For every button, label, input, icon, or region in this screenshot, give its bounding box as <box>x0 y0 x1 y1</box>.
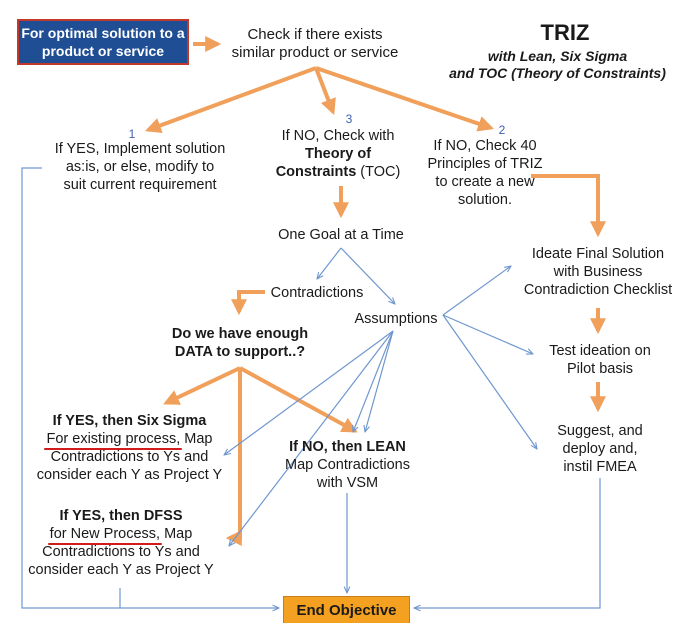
arrow-check-to-yes <box>144 66 317 134</box>
yes-line-3: suit current requirement <box>63 177 217 193</box>
line-yes-to-end <box>21 167 279 608</box>
ideate-line-1: Ideate Final Solution <box>531 246 665 262</box>
line-assumptions-to-sixsigma <box>224 330 394 455</box>
arrow-data-to-dfss <box>225 368 242 546</box>
arrow-check-to-triz <box>315 66 495 132</box>
triz-line-3: to create a new <box>435 174 535 190</box>
step-number-2: 2 <box>498 123 506 137</box>
dfss-node: If YES, then DFSS for New Process, Map C… <box>15 507 227 579</box>
arrow-data-to-sixsigma <box>163 366 241 405</box>
yes-line-1: If YES, Implement solution <box>54 141 226 157</box>
line-assumptions-to-ideate <box>442 266 511 316</box>
line-assumptions-to-deploy <box>442 314 537 449</box>
six-sigma-node: If YES, then Six Sigma For existing proc… <box>27 412 232 484</box>
toc-constraints: Constraints <box>275 164 357 180</box>
lean-line-2: with VSM <box>316 475 379 491</box>
triz-line-4: solution. <box>457 192 512 208</box>
deploy-line-1: Suggest, and <box>557 423 643 439</box>
six-sigma-line-2: Contradictions to Ys and <box>50 449 209 465</box>
check-existing-line-2: similar product or service <box>231 44 399 61</box>
contradictions-node: Contradictions <box>270 285 364 301</box>
one-goal-node: One Goal at a Time <box>278 227 404 243</box>
six-sigma-map: Map <box>180 431 213 447</box>
step-number-1: 1 <box>128 127 136 141</box>
arrow-check-to-toc <box>314 67 336 115</box>
line-goal-to-assumptions <box>340 247 395 304</box>
deploy-line-2: deploy and, <box>562 441 638 457</box>
end-objective-box: End Objective <box>283 596 410 623</box>
toc-line-3: Constraints (TOC) <box>263 163 413 181</box>
start-box: For optimal solution to a product or ser… <box>17 19 189 65</box>
triz-principles-node: If NO, Check 40 Principles of TRIZ to cr… <box>420 137 550 209</box>
data-question-node: Do we have enough DATA to support..? <box>160 325 320 361</box>
data-question-line-1: Do we have enough <box>171 326 309 342</box>
test-line-1: Test ideation on <box>549 343 651 359</box>
toc-line-2: Theory of <box>304 146 372 162</box>
lean-node: If NO, then LEAN Map Contradictions with… <box>275 438 420 492</box>
arrow-contradictions-to-data <box>231 290 265 316</box>
line-goal-to-contradictions <box>317 247 342 279</box>
diagram-title: TRIZ <box>540 20 590 45</box>
arrow-triz-to-ideate <box>531 174 606 238</box>
assumptions-node: Assumptions <box>354 311 438 327</box>
yes-line-2: as:is, or else, modify to <box>65 159 215 175</box>
data-question-line-2: DATA to support..? <box>174 344 306 360</box>
subtitle-line-1: with Lean, Six Sigma <box>487 48 628 64</box>
line-assumptions-to-test <box>442 314 533 354</box>
arrow-data-to-lean <box>239 366 358 433</box>
triz-line-1: If NO, Check 40 <box>433 138 537 154</box>
dfss-underlined: for New Process, <box>47 526 163 545</box>
ideate-node: Ideate Final Solution with Business Cont… <box>508 245 688 299</box>
deploy-line-3: instil FMEA <box>563 459 637 475</box>
diagram-subtitle: with Lean, Six Sigma and TOC (Theory of … <box>430 48 685 82</box>
test-line-2: Pilot basis <box>566 361 634 377</box>
yes-implement-node: If YES, Implement solution as:is, or els… <box>45 140 235 194</box>
test-node: Test ideation on Pilot basis <box>530 342 670 378</box>
triz-line-2: Principles of TRIZ <box>427 156 543 172</box>
ideate-line-3: Contradiction Checklist <box>523 282 673 298</box>
dfss-line-1: for New Process, Map <box>15 525 227 545</box>
six-sigma-line-1: For existing process, Map <box>27 430 232 450</box>
lean-line-1: Map Contradictions <box>285 457 410 473</box>
dfss-heading: If YES, then DFSS <box>59 508 183 524</box>
line-assumptions-to-dfss <box>229 330 394 546</box>
check-existing-node: Check if there exists similar product or… <box>215 26 415 62</box>
check-existing-line-1: Check if there exists <box>247 26 383 43</box>
dfss-line-2: Contradictions to Ys and <box>42 544 200 560</box>
deploy-node: Suggest, and deploy and, instil FMEA <box>540 422 660 476</box>
ideate-line-2: with Business <box>553 264 643 280</box>
dfss-line-3: consider each Y as Project Y <box>28 562 214 578</box>
toc-abbrev: (TOC) <box>356 164 401 180</box>
subtitle-line-2: and TOC (Theory of Constraints) <box>449 65 666 81</box>
toc-line-1: If NO, Check with <box>281 128 395 144</box>
step-number-3: 3 <box>345 112 353 126</box>
six-sigma-line-3: consider each Y as Project Y <box>36 467 223 483</box>
six-sigma-underlined: For existing process, <box>44 431 183 450</box>
line-deploy-to-end <box>414 478 601 608</box>
six-sigma-heading: If YES, then Six Sigma <box>52 413 207 429</box>
dfss-map: Map <box>160 526 193 542</box>
line-assumptions-to-lean-a <box>365 330 394 432</box>
lean-heading: If NO, then LEAN <box>289 439 406 455</box>
toc-node: If NO, Check with Theory of Constraints … <box>263 127 413 181</box>
line-assumptions-to-lean-b <box>353 330 394 432</box>
